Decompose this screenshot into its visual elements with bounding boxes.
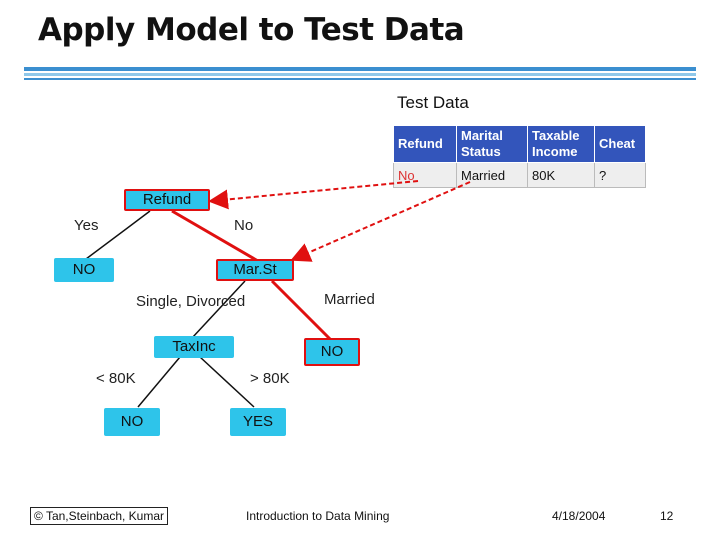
- footer-course: Introduction to Data Mining: [246, 509, 390, 523]
- edge-label-gt80k: > 80K: [250, 370, 290, 387]
- footer-date: 4/18/2004: [552, 509, 606, 523]
- edge-label-yes: Yes: [74, 217, 99, 234]
- node-refund: Refund: [124, 189, 210, 211]
- edge-taxinc-low: [137, 356, 181, 408]
- edge-label-single-divorced: Single, Divorced: [136, 293, 246, 310]
- node-yes-high-income: YES: [230, 408, 286, 436]
- table-header-row: Refund Marital Status Taxable Income Che…: [393, 125, 646, 163]
- edge-label-married: Married: [324, 291, 375, 308]
- header-refund: Refund: [393, 125, 457, 163]
- node-no-married: NO: [304, 338, 360, 366]
- cell-refund: No: [393, 162, 457, 188]
- dashed-arrow-marital: [290, 181, 471, 262]
- edge-refund-yes: [81, 210, 151, 263]
- edge-marst-married: [270, 279, 333, 342]
- footer-authors: © Tan,Steinbach, Kumar: [30, 507, 169, 525]
- node-no-refund-yes: NO: [54, 258, 114, 282]
- test-data-table: Refund Marital Status Taxable Income Che…: [393, 125, 646, 188]
- title-rule-thin: [24, 78, 696, 80]
- dashed-arrow-refund: [208, 180, 419, 210]
- edge-label-no: No: [234, 217, 254, 234]
- cell-taxable-income: 80K: [527, 162, 595, 188]
- cell-cheat: ?: [594, 162, 646, 188]
- footer-page-number: 12: [660, 509, 674, 523]
- header-cheat: Cheat: [594, 125, 646, 163]
- node-taxinc: TaxInc: [154, 336, 234, 358]
- edge-marst-single-divorced: [191, 280, 246, 339]
- table-row: No Married 80K ?: [393, 162, 646, 188]
- edge-taxinc-high: [199, 356, 255, 408]
- node-marst: Mar.St: [216, 259, 294, 281]
- edge-refund-no: [171, 209, 259, 263]
- node-no-low-income: NO: [104, 408, 160, 436]
- title-rule-light: [24, 73, 696, 76]
- title-rule: [24, 67, 696, 71]
- slide-title: Apply Model to Test Data: [38, 12, 465, 48]
- edge-label-lt80k: < 80K: [96, 370, 136, 387]
- test-data-label: Test Data: [397, 93, 469, 112]
- header-marital-status: Marital Status: [456, 125, 528, 163]
